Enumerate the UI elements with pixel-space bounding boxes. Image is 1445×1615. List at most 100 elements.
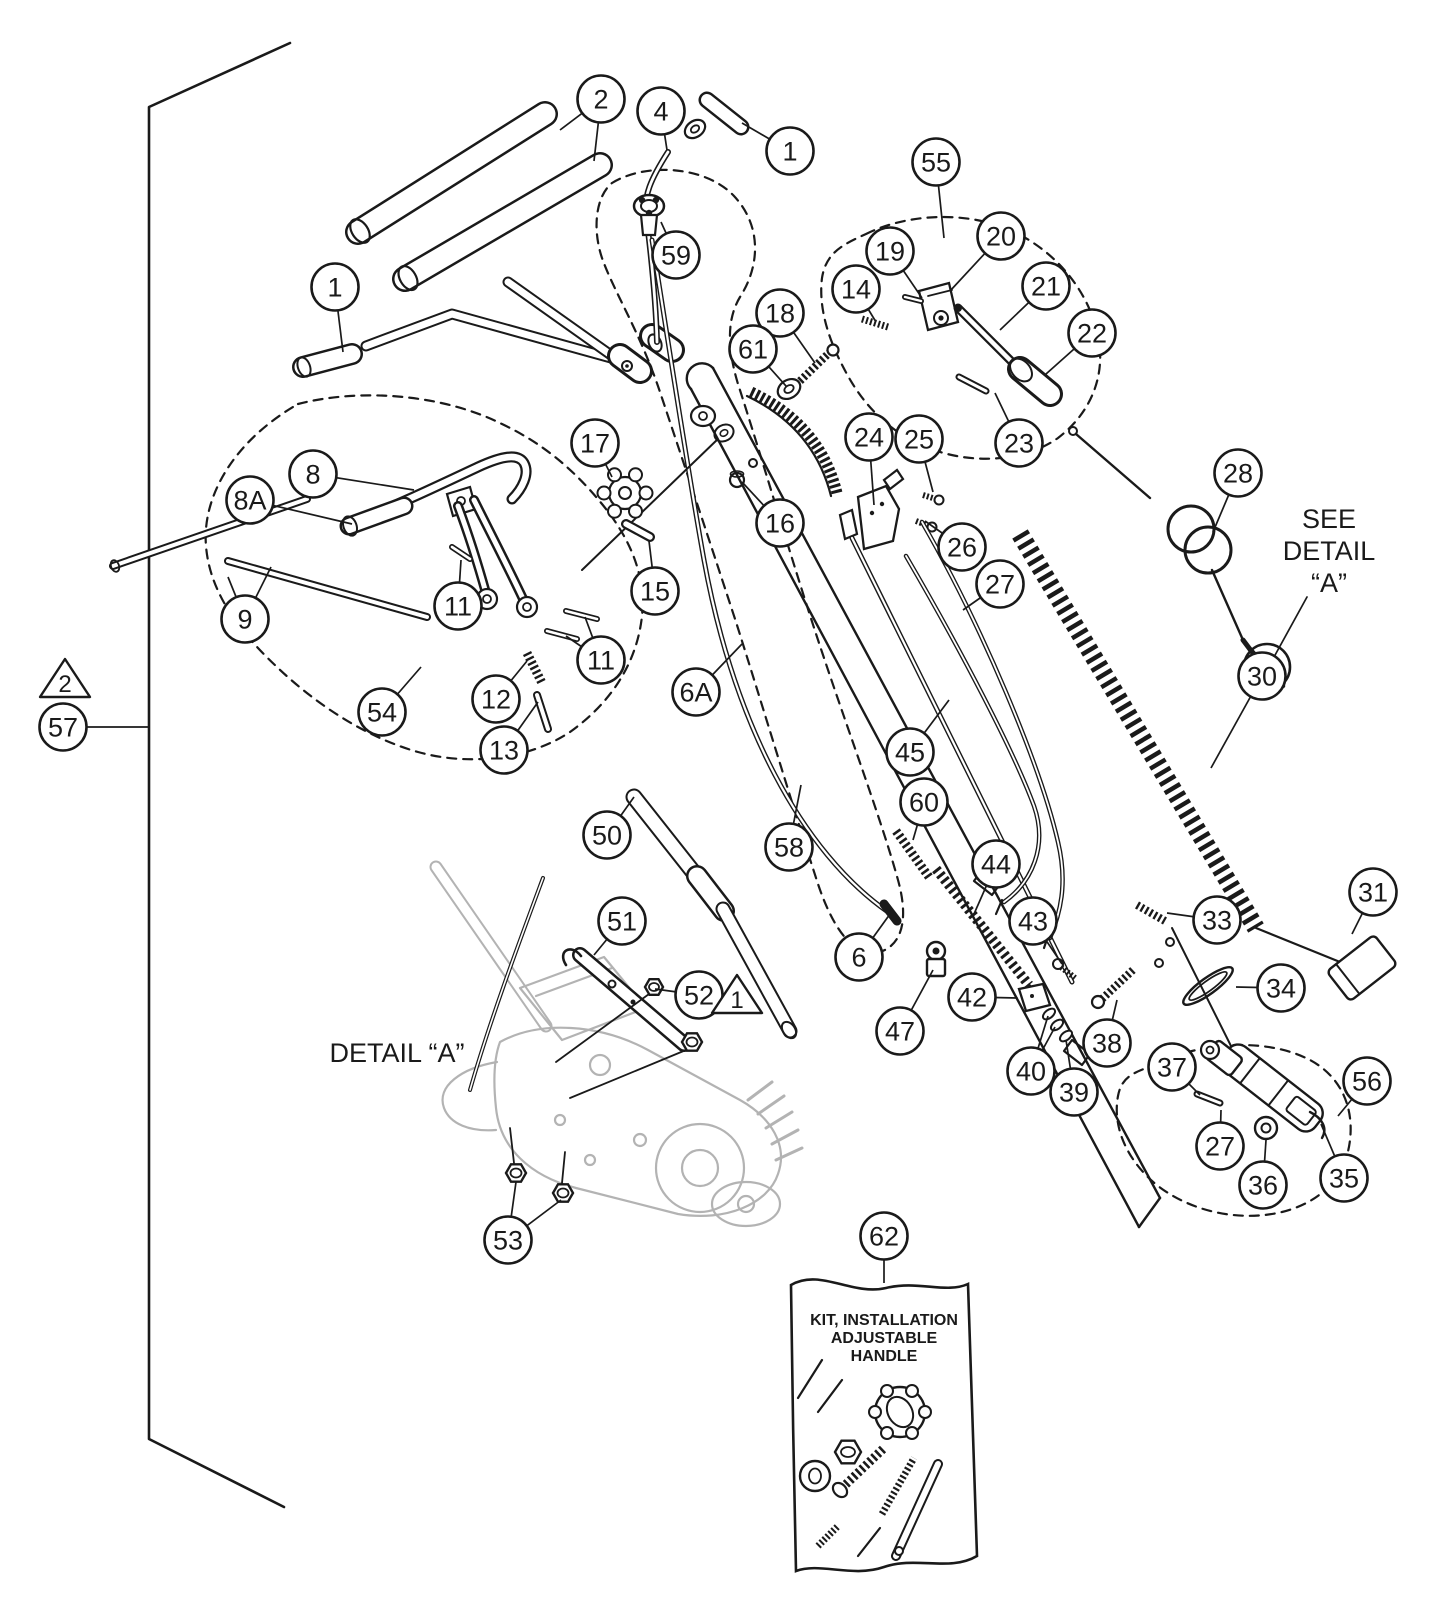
balloon-51: 51 xyxy=(593,896,647,956)
svg-text:61: 61 xyxy=(738,335,768,365)
svg-text:14: 14 xyxy=(841,275,871,305)
svg-text:2: 2 xyxy=(593,85,608,115)
balloon-11-upper: 11 xyxy=(433,559,483,631)
balloon-37: 37 xyxy=(1147,1042,1201,1096)
balloon-30: 30 xyxy=(1210,651,1287,769)
rod-4-clamp-59 xyxy=(632,91,750,345)
svg-text:34: 34 xyxy=(1266,974,1296,1004)
balloon-28: 28 xyxy=(1212,448,1263,533)
balloon-50: 50 xyxy=(582,796,635,860)
balloon-42: 42 xyxy=(947,972,1019,1022)
detail-a-machine xyxy=(429,860,804,1228)
balloon-6A: 6A xyxy=(671,643,743,717)
svg-text:23: 23 xyxy=(1004,429,1034,459)
svg-text:50: 50 xyxy=(592,821,622,851)
svg-text:56: 56 xyxy=(1352,1067,1382,1097)
balloon-62: 62 xyxy=(859,1211,909,1283)
see-detail-label-line2: DETAIL xyxy=(1283,536,1376,566)
svg-text:55: 55 xyxy=(921,148,951,178)
svg-text:54: 54 xyxy=(367,698,397,728)
svg-text:12: 12 xyxy=(481,685,511,715)
kit-bag xyxy=(789,1278,979,1573)
balloon-57: 57 xyxy=(38,702,150,752)
balloon-59: 59 xyxy=(651,221,701,280)
balloon-27-upper: 27 xyxy=(962,559,1025,611)
balloon-18: 18 xyxy=(755,288,816,364)
svg-text:6: 6 xyxy=(851,943,866,973)
balloon-16: 16 xyxy=(741,481,805,548)
svg-text:27: 27 xyxy=(1205,1132,1235,1162)
svg-text:39: 39 xyxy=(1059,1078,1089,1108)
svg-text:13: 13 xyxy=(489,736,519,766)
balloon-9: 9 xyxy=(220,566,272,644)
balloon-54: 54 xyxy=(357,666,422,737)
bolt-18-washer-61 xyxy=(776,343,840,401)
kit-label-line2: ADJUSTABLE xyxy=(831,1330,938,1347)
svg-text:40: 40 xyxy=(1016,1057,1046,1087)
svg-text:36: 36 xyxy=(1248,1171,1278,1201)
group-outline-54 xyxy=(204,394,644,761)
svg-text:37: 37 xyxy=(1157,1053,1187,1083)
balloon-11-lower: 11 xyxy=(565,616,626,685)
balloon-39: 39 xyxy=(1049,1039,1099,1117)
balloon-61: 61 xyxy=(728,324,787,387)
svg-text:1: 1 xyxy=(730,987,743,1014)
balloon-56: 56 xyxy=(1337,1056,1392,1117)
balloon-33: 33 xyxy=(1166,895,1242,945)
svg-text:26: 26 xyxy=(947,533,977,563)
balloon-24: 24 xyxy=(844,412,894,506)
balloon-8: 8 xyxy=(288,449,415,499)
svg-text:53: 53 xyxy=(493,1226,523,1256)
balloon-38: 38 xyxy=(1082,999,1132,1068)
balloon-4: 4 xyxy=(636,86,686,151)
bracket-24-screws xyxy=(838,468,945,551)
svg-text:60: 60 xyxy=(909,788,939,818)
svg-text:4: 4 xyxy=(653,97,668,127)
balloon-44: 44 xyxy=(971,839,1021,915)
balloon-31: 31 xyxy=(1348,867,1398,935)
see-detail-label-line3: “A” xyxy=(1311,568,1347,598)
rod-44-spring-60 xyxy=(892,828,1038,996)
group-outline-59-6 xyxy=(595,168,905,955)
tube-50 xyxy=(625,788,798,1040)
svg-text:59: 59 xyxy=(661,241,691,271)
svg-text:38: 38 xyxy=(1092,1029,1122,1059)
warning-triangle-note-1: 1 xyxy=(710,973,764,1015)
balloon-14: 14 xyxy=(831,264,881,323)
svg-text:43: 43 xyxy=(1018,907,1048,937)
group-outline-56 xyxy=(1115,1043,1352,1217)
svg-text:45: 45 xyxy=(895,738,925,768)
svg-text:20: 20 xyxy=(986,222,1016,252)
svg-text:24: 24 xyxy=(854,423,884,453)
balloon-21: 21 xyxy=(999,261,1071,331)
svg-text:28: 28 xyxy=(1223,459,1253,489)
svg-text:1: 1 xyxy=(327,273,342,303)
latch-assembly-35 xyxy=(1171,927,1326,1141)
balloon-55: 55 xyxy=(911,137,961,239)
balloon-58: 58 xyxy=(764,784,814,872)
balloon-13: 13 xyxy=(479,701,539,775)
balloon-52: 52 xyxy=(654,970,724,1020)
balloon-27-lower: 27 xyxy=(1195,1109,1245,1171)
svg-text:35: 35 xyxy=(1329,1164,1359,1194)
balloon-1-right: 1 xyxy=(741,122,815,176)
detail-a-label: DETAIL “A” xyxy=(329,1038,464,1068)
svg-text:30: 30 xyxy=(1247,662,1277,692)
svg-text:31: 31 xyxy=(1358,878,1388,908)
drawing-layer xyxy=(109,41,1397,1573)
balloon-15: 15 xyxy=(630,540,680,616)
svg-text:8: 8 xyxy=(305,460,320,490)
cable-6 xyxy=(649,237,902,926)
balloon-8A: 8A xyxy=(225,475,353,525)
balloon-53: 53 xyxy=(483,1181,562,1265)
svg-text:42: 42 xyxy=(957,983,987,1013)
warning-triangle-note-2: 2 xyxy=(38,657,92,699)
balloon-47: 47 xyxy=(875,969,934,1056)
svg-text:6A: 6A xyxy=(679,678,712,708)
svg-text:15: 15 xyxy=(640,577,670,607)
balloon-19: 19 xyxy=(865,226,923,299)
svg-text:51: 51 xyxy=(607,907,637,937)
balloon-25: 25 xyxy=(894,414,944,493)
balloon-1-left: 1 xyxy=(310,262,360,353)
